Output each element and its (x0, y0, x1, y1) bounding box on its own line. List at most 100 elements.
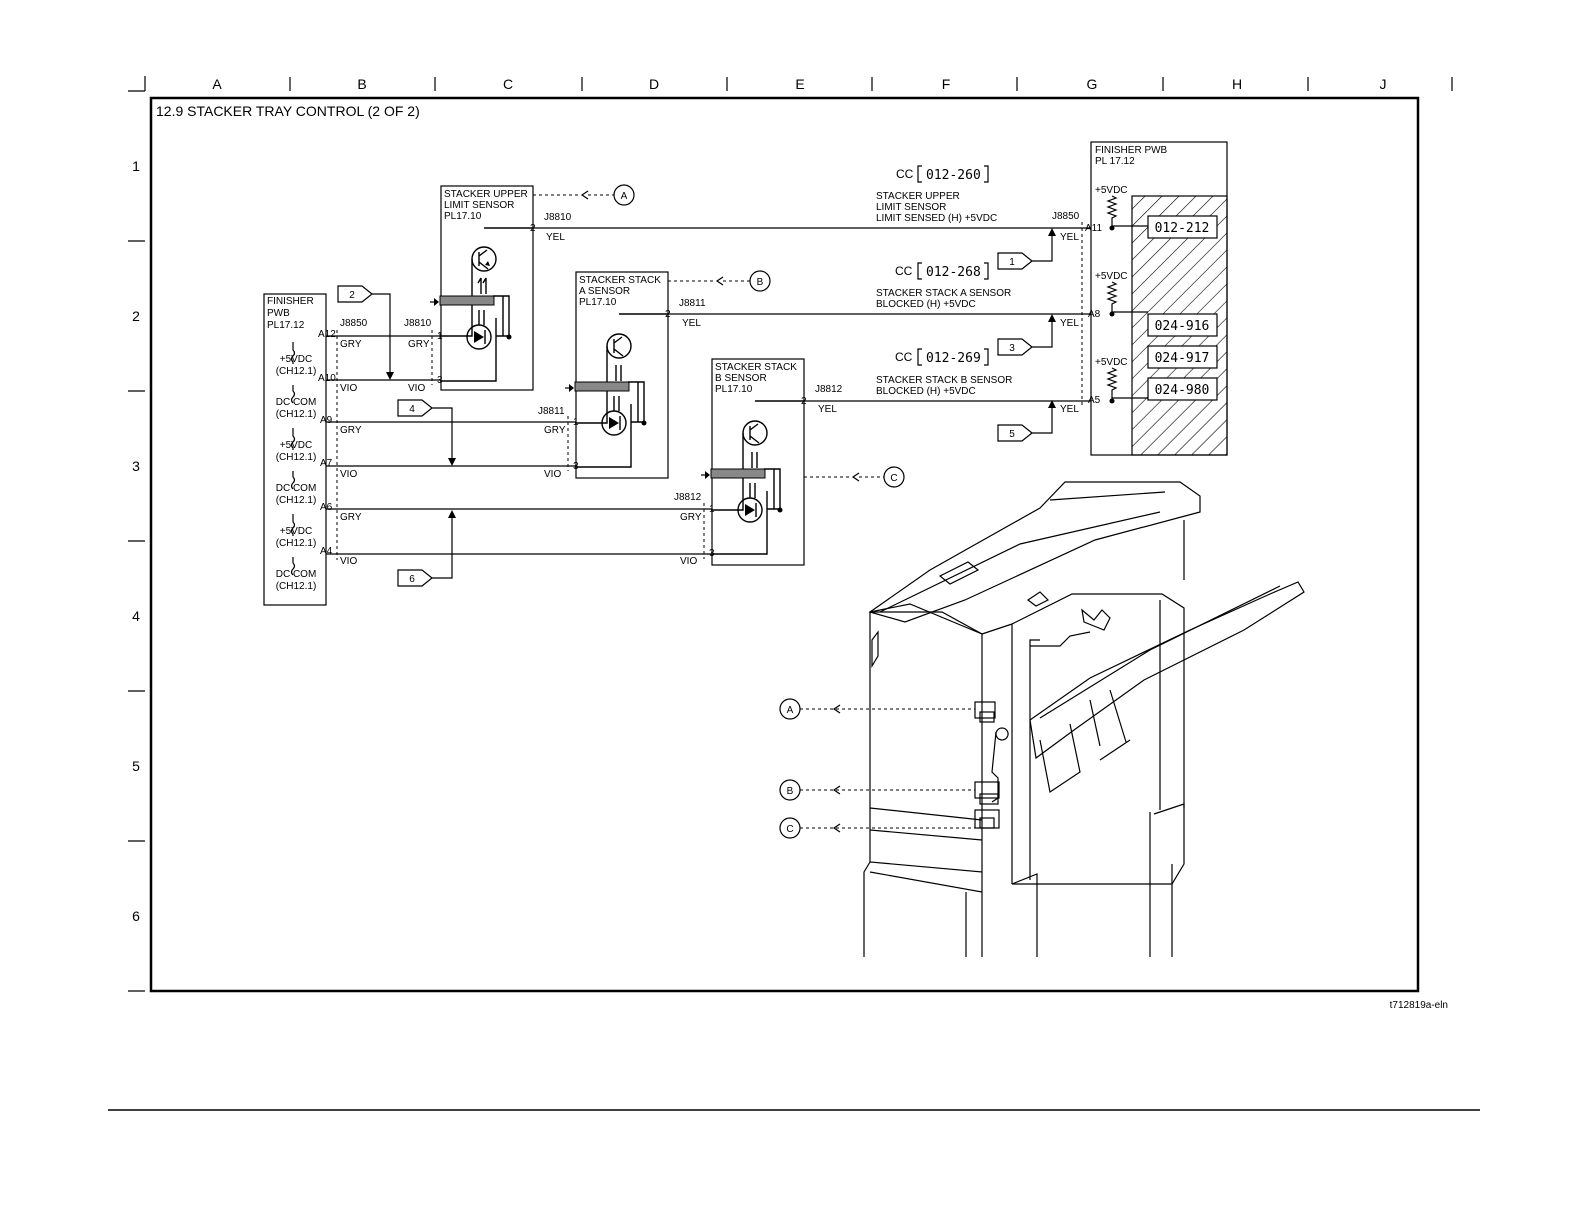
svg-text:GRY: GRY (340, 425, 362, 436)
svg-text:2: 2 (349, 290, 355, 301)
signal-wires: YEL YEL YEL J8850 (533, 211, 1091, 415)
grid-row-label: 5 (132, 758, 140, 774)
svg-text:PL17.10: PL17.10 (444, 211, 482, 222)
svg-text:PL 17.12: PL 17.12 (1095, 156, 1135, 167)
svg-text:(CH12.1): (CH12.1) (276, 366, 317, 377)
svg-text:024-917: 024-917 (1155, 351, 1210, 366)
svg-text:PL17.12: PL17.12 (267, 320, 305, 331)
fault-code-box (1147, 313, 1218, 337)
svg-text:A12: A12 (318, 329, 336, 340)
svg-text:A5: A5 (1088, 395, 1101, 406)
svg-text:C: C (786, 824, 793, 835)
svg-text:+5VDC: +5VDC (1095, 271, 1128, 282)
svg-text:J8812: J8812 (674, 492, 702, 503)
svg-text:FINISHER: FINISHER (267, 296, 314, 307)
svg-text:YEL: YEL (682, 318, 701, 329)
svg-text:CC: CC (895, 264, 913, 278)
grid-row-label: 4 (132, 608, 140, 624)
grid-col-label: D (649, 76, 659, 92)
svg-text:A9: A9 (320, 415, 333, 426)
svg-text:A SENSOR: A SENSOR (579, 286, 630, 297)
svg-text:LIMIT SENSED (H) +5VDC: LIMIT SENSED (H) +5VDC (876, 213, 997, 224)
grid-col-label: A (212, 76, 222, 92)
flag-2: 2 (337, 285, 394, 380)
stacker-stack-a-sensor: STACKER STACK A SENSOR PL17.10 B 2 1 3 J… (565, 270, 771, 479)
svg-text:A: A (621, 191, 628, 202)
svg-text:STACKER STACK A SENSOR: STACKER STACK A SENSOR (876, 288, 1011, 299)
svg-text:J8850: J8850 (340, 318, 368, 329)
svg-text:J8812: J8812 (815, 384, 843, 395)
svg-text:PL17.10: PL17.10 (715, 384, 753, 395)
grid-col-label: B (357, 76, 366, 92)
ref-marker-c (883, 466, 905, 488)
svg-text:J8850: J8850 (1052, 211, 1080, 222)
svg-text:B: B (757, 277, 764, 288)
fault-code-box (1147, 215, 1218, 239)
svg-text:J8811: J8811 (679, 298, 706, 309)
svg-text:024-916: 024-916 (1155, 319, 1210, 334)
svg-text:A4: A4 (320, 546, 333, 557)
svg-text:012-269: 012-269 (926, 351, 981, 366)
svg-text:A7: A7 (320, 458, 333, 469)
svg-text:C: C (890, 473, 897, 484)
svg-text:5: 5 (1009, 429, 1015, 440)
svg-text:B: B (787, 786, 794, 797)
svg-text:YEL: YEL (818, 404, 837, 415)
svg-text:STACKER STACK: STACKER STACK (715, 362, 797, 373)
grid-col-label: F (942, 76, 951, 92)
fault-code-box (1147, 345, 1218, 369)
svg-text:LIMIT SENSOR: LIMIT SENSOR (444, 200, 514, 211)
svg-text:DC COM: DC COM (276, 569, 317, 580)
svg-text:3: 3 (1009, 343, 1015, 354)
svg-text:012-212: 012-212 (1155, 221, 1210, 236)
flag-1: 1 (997, 228, 1056, 270)
svg-text:STACKER UPPER: STACKER UPPER (876, 191, 960, 202)
svg-text:(CH12.1): (CH12.1) (276, 538, 317, 549)
svg-text:CC: CC (895, 350, 913, 364)
svg-text:GRY: GRY (340, 339, 362, 350)
svg-text:B SENSOR: B SENSOR (715, 373, 767, 384)
grid-row-label: 6 (132, 908, 140, 924)
stacker-upper-limit-sensor: STACKER UPPER LIMIT SENSOR PL17.10 A 2 1… (430, 184, 635, 391)
grid-col-label: G (1087, 76, 1098, 92)
flag-5: 5 (997, 400, 1056, 442)
svg-text:YEL: YEL (1060, 318, 1079, 329)
svg-text:STACKER STACK B SENSOR: STACKER STACK B SENSOR (876, 375, 1012, 386)
svg-text:(CH12.1): (CH12.1) (276, 581, 317, 592)
svg-text:CC: CC (896, 167, 914, 181)
svg-text:PWB: PWB (267, 308, 290, 319)
svg-text:1: 1 (1009, 257, 1015, 268)
flag-4: 4 (397, 399, 456, 466)
svg-text:VIO: VIO (408, 383, 425, 394)
svg-text:VIO: VIO (340, 556, 357, 567)
grid-row-label: 3 (132, 458, 140, 474)
flag-3: 3 (997, 314, 1056, 356)
svg-text:FINISHER PWB: FINISHER PWB (1095, 145, 1168, 156)
svg-text:+5VDC: +5VDC (280, 526, 313, 537)
grid-ruler: A B C D E F G H J 1 2 3 4 5 6 (128, 76, 1453, 992)
svg-text:VIO: VIO (340, 383, 357, 394)
ref-marker-a (613, 184, 635, 206)
svg-text:GRY: GRY (680, 512, 702, 523)
grid-row-label: 2 (132, 308, 140, 324)
svg-text:YEL: YEL (1060, 232, 1079, 243)
finisher-pwb-right: FINISHER PWB PL 17.12 A11 A8 A5 +5VDC +5… (1085, 141, 1228, 456)
svg-text:VIO: VIO (340, 469, 357, 480)
svg-text:(CH12.1): (CH12.1) (276, 409, 317, 420)
svg-text:(CH12.1): (CH12.1) (276, 452, 317, 463)
svg-text:A10: A10 (318, 373, 336, 384)
finisher-illustration (863, 481, 1305, 957)
svg-text:VIO: VIO (544, 469, 561, 480)
svg-text:A8: A8 (1088, 309, 1101, 320)
svg-text:DC COM: DC COM (276, 483, 317, 494)
svg-text:+5VDC: +5VDC (280, 354, 313, 365)
signal-labels: CC 012-260 STACKER UPPER LIMIT SENSOR LI… (876, 165, 1012, 397)
svg-text:GRY: GRY (340, 512, 362, 523)
svg-text:4: 4 (409, 404, 415, 415)
svg-text:A6: A6 (320, 502, 333, 513)
grid-col-label: E (795, 76, 804, 92)
diagram-frame (149, 96, 1420, 993)
svg-text:DC COM: DC COM (276, 397, 317, 408)
diagram-title: 12.9 STACKER TRAY CONTROL (2 OF 2) (156, 103, 420, 119)
grid-col-label: H (1232, 76, 1242, 92)
